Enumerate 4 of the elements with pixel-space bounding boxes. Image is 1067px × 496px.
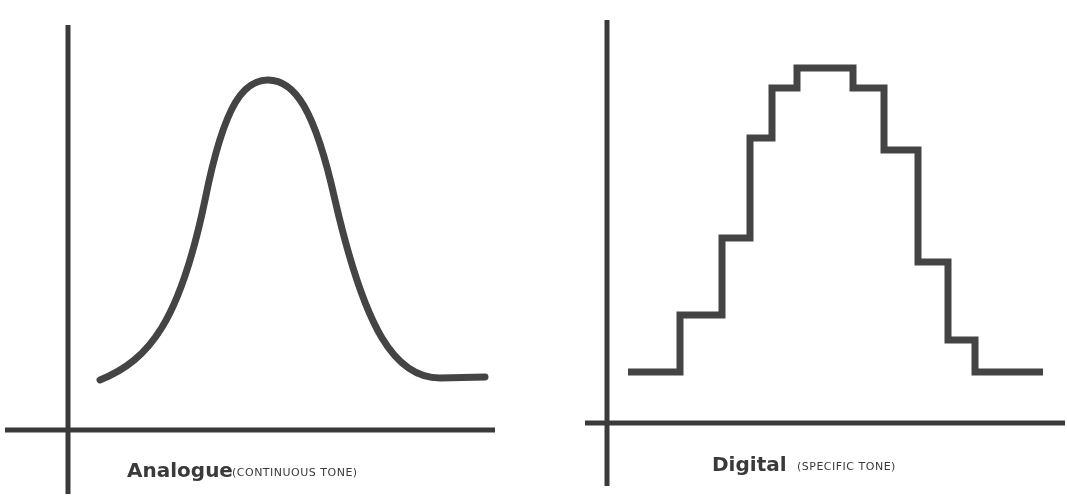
chart-title: Analogue — [127, 458, 233, 482]
chart-subtitle: (SPECIFIC TONE) — [797, 460, 896, 473]
chart-subtitle: (CONTINUOUS TONE) — [232, 466, 358, 479]
chart-title: Digital — [712, 452, 787, 476]
